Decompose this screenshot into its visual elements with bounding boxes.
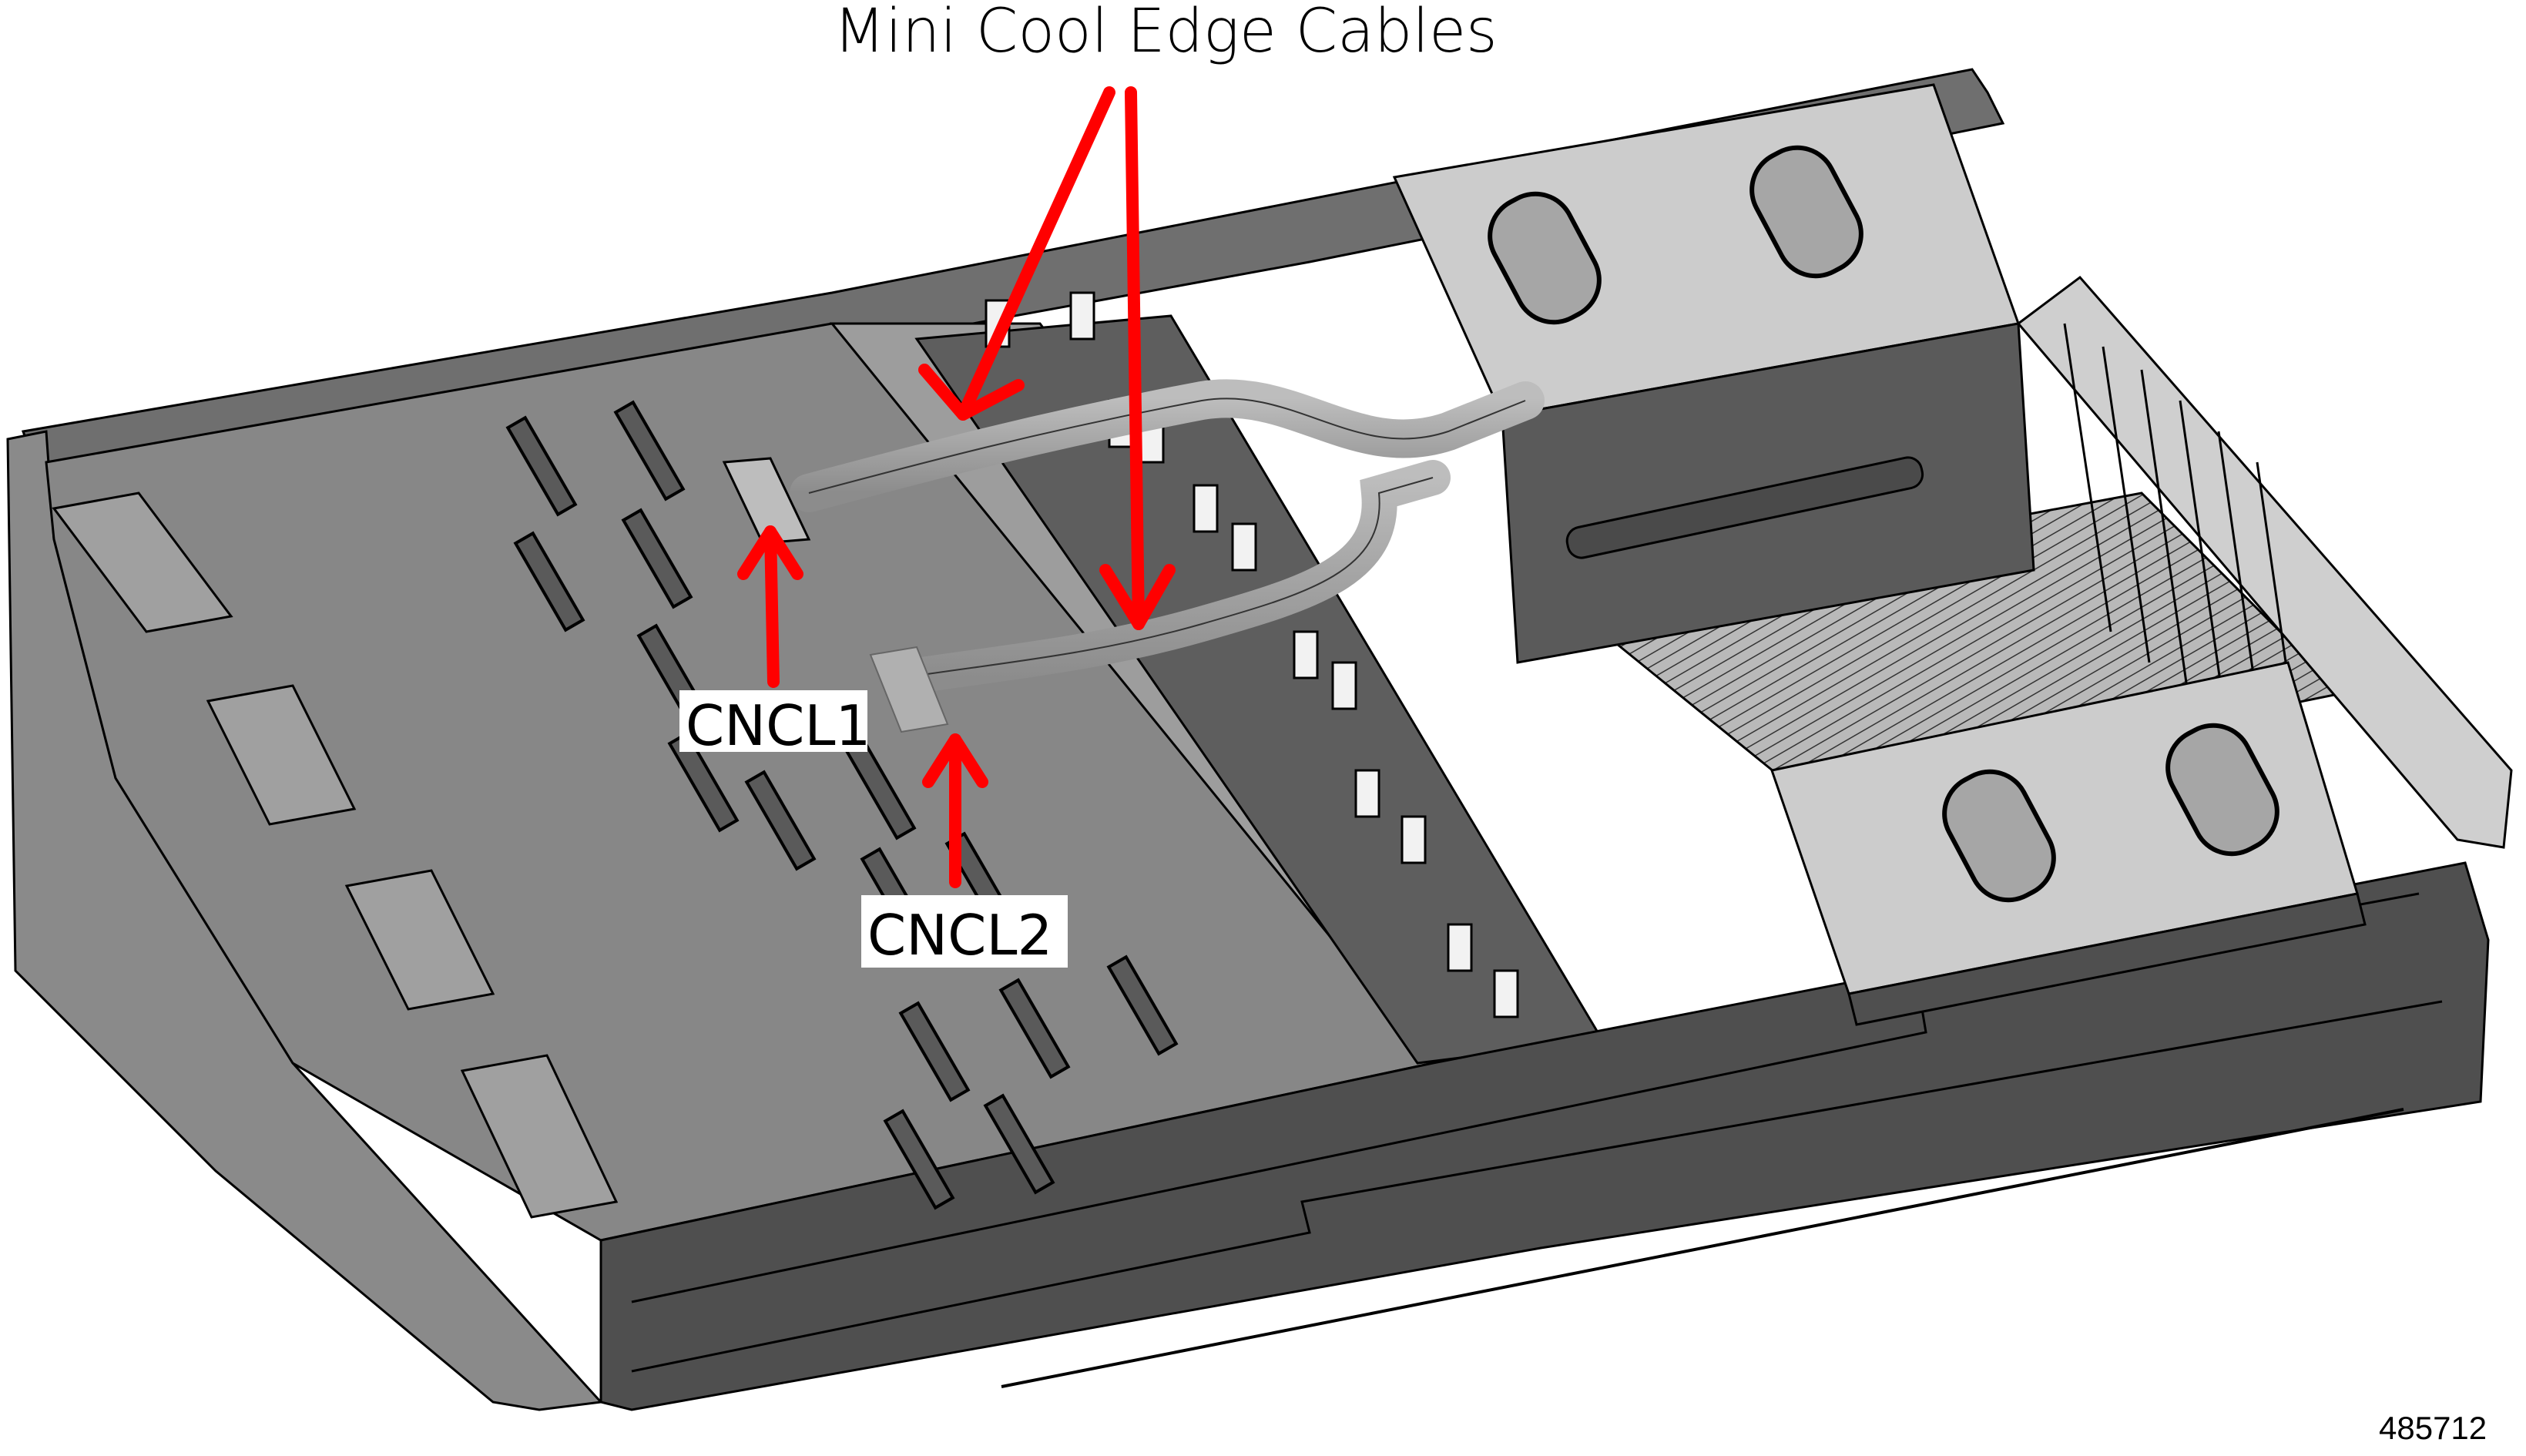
riser-cage-lower-front: [1847, 892, 2367, 1026]
side-panel-rail-2: [631, 1000, 2443, 1373]
connector-block-4: [460, 1054, 619, 1219]
connector-block-2: [206, 684, 357, 826]
vent-oval-3: [1942, 769, 2056, 903]
arrow-to-cncl2: [922, 733, 988, 888]
riser-cage-lower: [1770, 661, 2367, 1026]
dimm-clip: [1069, 291, 1095, 341]
arrow-to-lower-cable: [1099, 86, 1176, 630]
arrow-to-upper-cable: [918, 86, 1115, 421]
cncl1-label: CNCL1: [679, 690, 871, 753]
riser-cage-upper-slot: [1565, 456, 1924, 559]
mini-cool-edge-cable-lower-outline: [901, 477, 1434, 679]
front-connectors: [52, 491, 619, 1219]
dimm-clip: [1493, 969, 1519, 1018]
board-connector-slots: [505, 400, 1179, 1210]
slot: [667, 731, 740, 833]
side-panel-rail-3: [1001, 1108, 2404, 1388]
cncl2-label: CNCL2: [861, 895, 1068, 968]
cncl1-connector: [722, 457, 811, 545]
vent-oval-1: [1488, 191, 1602, 325]
slot: [983, 1093, 1055, 1195]
slot: [1106, 954, 1179, 1056]
chassis: [6, 68, 2490, 1411]
callout-arrows: [737, 86, 1176, 888]
arrow-to-cncl1: [737, 525, 803, 688]
slot: [744, 770, 817, 871]
pcie-slot-bracket-panel: [2016, 275, 2513, 849]
figure-id: 485712: [2379, 1410, 2487, 1446]
dimm-clip: [1354, 769, 1380, 818]
connector-block-3: [344, 869, 495, 1011]
cncl2-connector: [869, 646, 949, 733]
slot: [898, 1001, 971, 1102]
front-side-panel: [599, 861, 2490, 1411]
mini-cool-edge-cables-label: Mini Cool Edge Cables: [834, 0, 1498, 66]
mini-cool-edge-cable-upper-outline: [808, 398, 1526, 494]
mini-cool-edge-cables: [722, 379, 1545, 733]
slot: [883, 1109, 955, 1210]
dimm-clip: [1401, 815, 1427, 864]
connector-block-1: [52, 491, 233, 633]
dimm-clip: [1231, 522, 1257, 572]
vent-oval-4: [2165, 723, 2279, 857]
dimm-clip: [1293, 630, 1319, 679]
riser-cage-upper: [1392, 83, 2035, 664]
dimm-clip: [1447, 923, 1473, 972]
slot: [613, 400, 686, 502]
dimm-clip: [1193, 484, 1219, 533]
slot: [505, 415, 578, 517]
slot: [998, 978, 1071, 1079]
dimm-clip: [1331, 661, 1357, 710]
vent-oval-2: [1749, 145, 1863, 279]
slot: [621, 508, 693, 609]
slot: [513, 531, 585, 632]
